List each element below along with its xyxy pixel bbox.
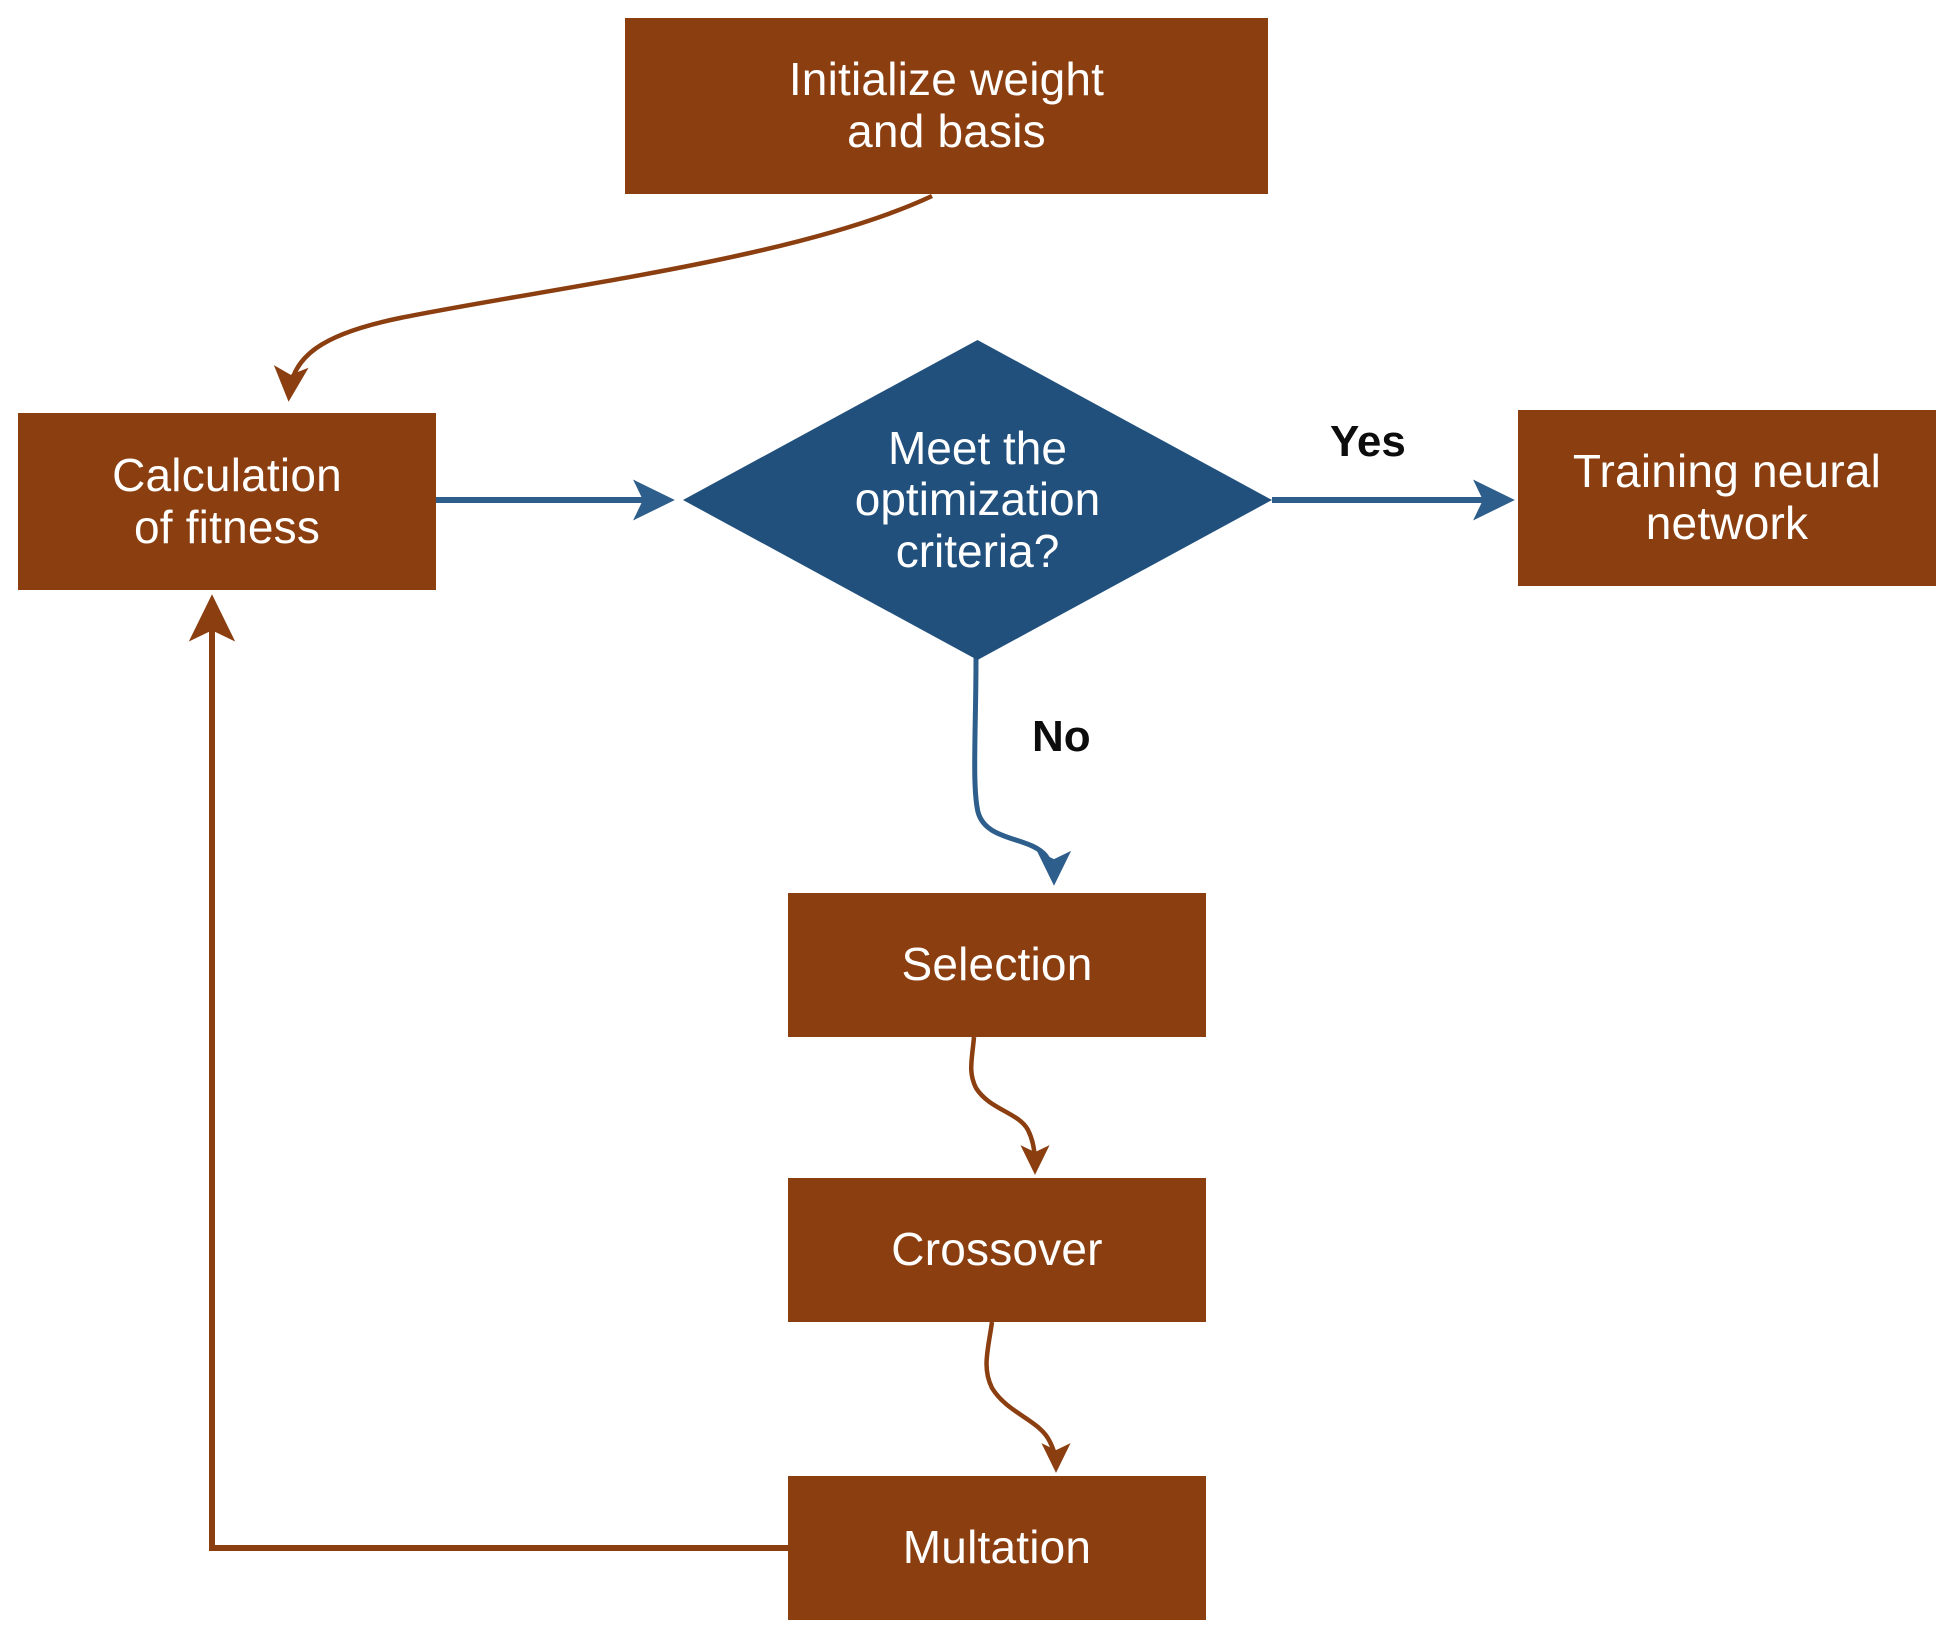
node-training-label: Training neural network (1573, 446, 1881, 549)
edge-selection-to-crossover (969, 1036, 1050, 1175)
edge-multation-to-calculation (188, 594, 789, 1551)
node-calculation-line2: of fitness (133, 500, 321, 553)
node-decision-line2: optimization (854, 473, 1101, 526)
node-training-neural-network[interactable]: Training neural network (1518, 410, 1936, 586)
node-calculation-label: Calculation of fitness (112, 448, 342, 553)
node-decision-line3: criteria? (895, 524, 1060, 577)
node-crossover[interactable]: Crossover (788, 1178, 1206, 1322)
node-initialize-line1: Initialize weight (788, 53, 1105, 106)
edge-decision-to-selection (972, 657, 1072, 886)
edge-label-no: No (1032, 712, 1091, 761)
node-decision-meet-optimization-criteria[interactable]: Meet the optimization criteria? (683, 340, 1272, 660)
edge-crossover-to-multation (984, 1321, 1071, 1473)
node-multation[interactable]: Multation (788, 1476, 1206, 1620)
node-decision-line1: Meet the (887, 421, 1067, 474)
node-initialize-label: Initialize weight and basis (789, 54, 1104, 157)
node-training-line1: Training neural (1572, 445, 1882, 498)
node-calculation-line1: Calculation (112, 448, 342, 501)
node-training-line2: network (1645, 497, 1809, 549)
edge-label-yes: Yes (1330, 417, 1406, 466)
node-selection[interactable]: Selection (788, 893, 1206, 1037)
node-initialize-weight-and-basis[interactable]: Initialize weight and basis (625, 18, 1268, 194)
node-initialize-line2: and basis (847, 105, 1046, 157)
node-calculation-of-fitness[interactable]: Calculation of fitness (18, 413, 436, 590)
node-decision-label: Meet the optimization criteria? (854, 421, 1101, 578)
